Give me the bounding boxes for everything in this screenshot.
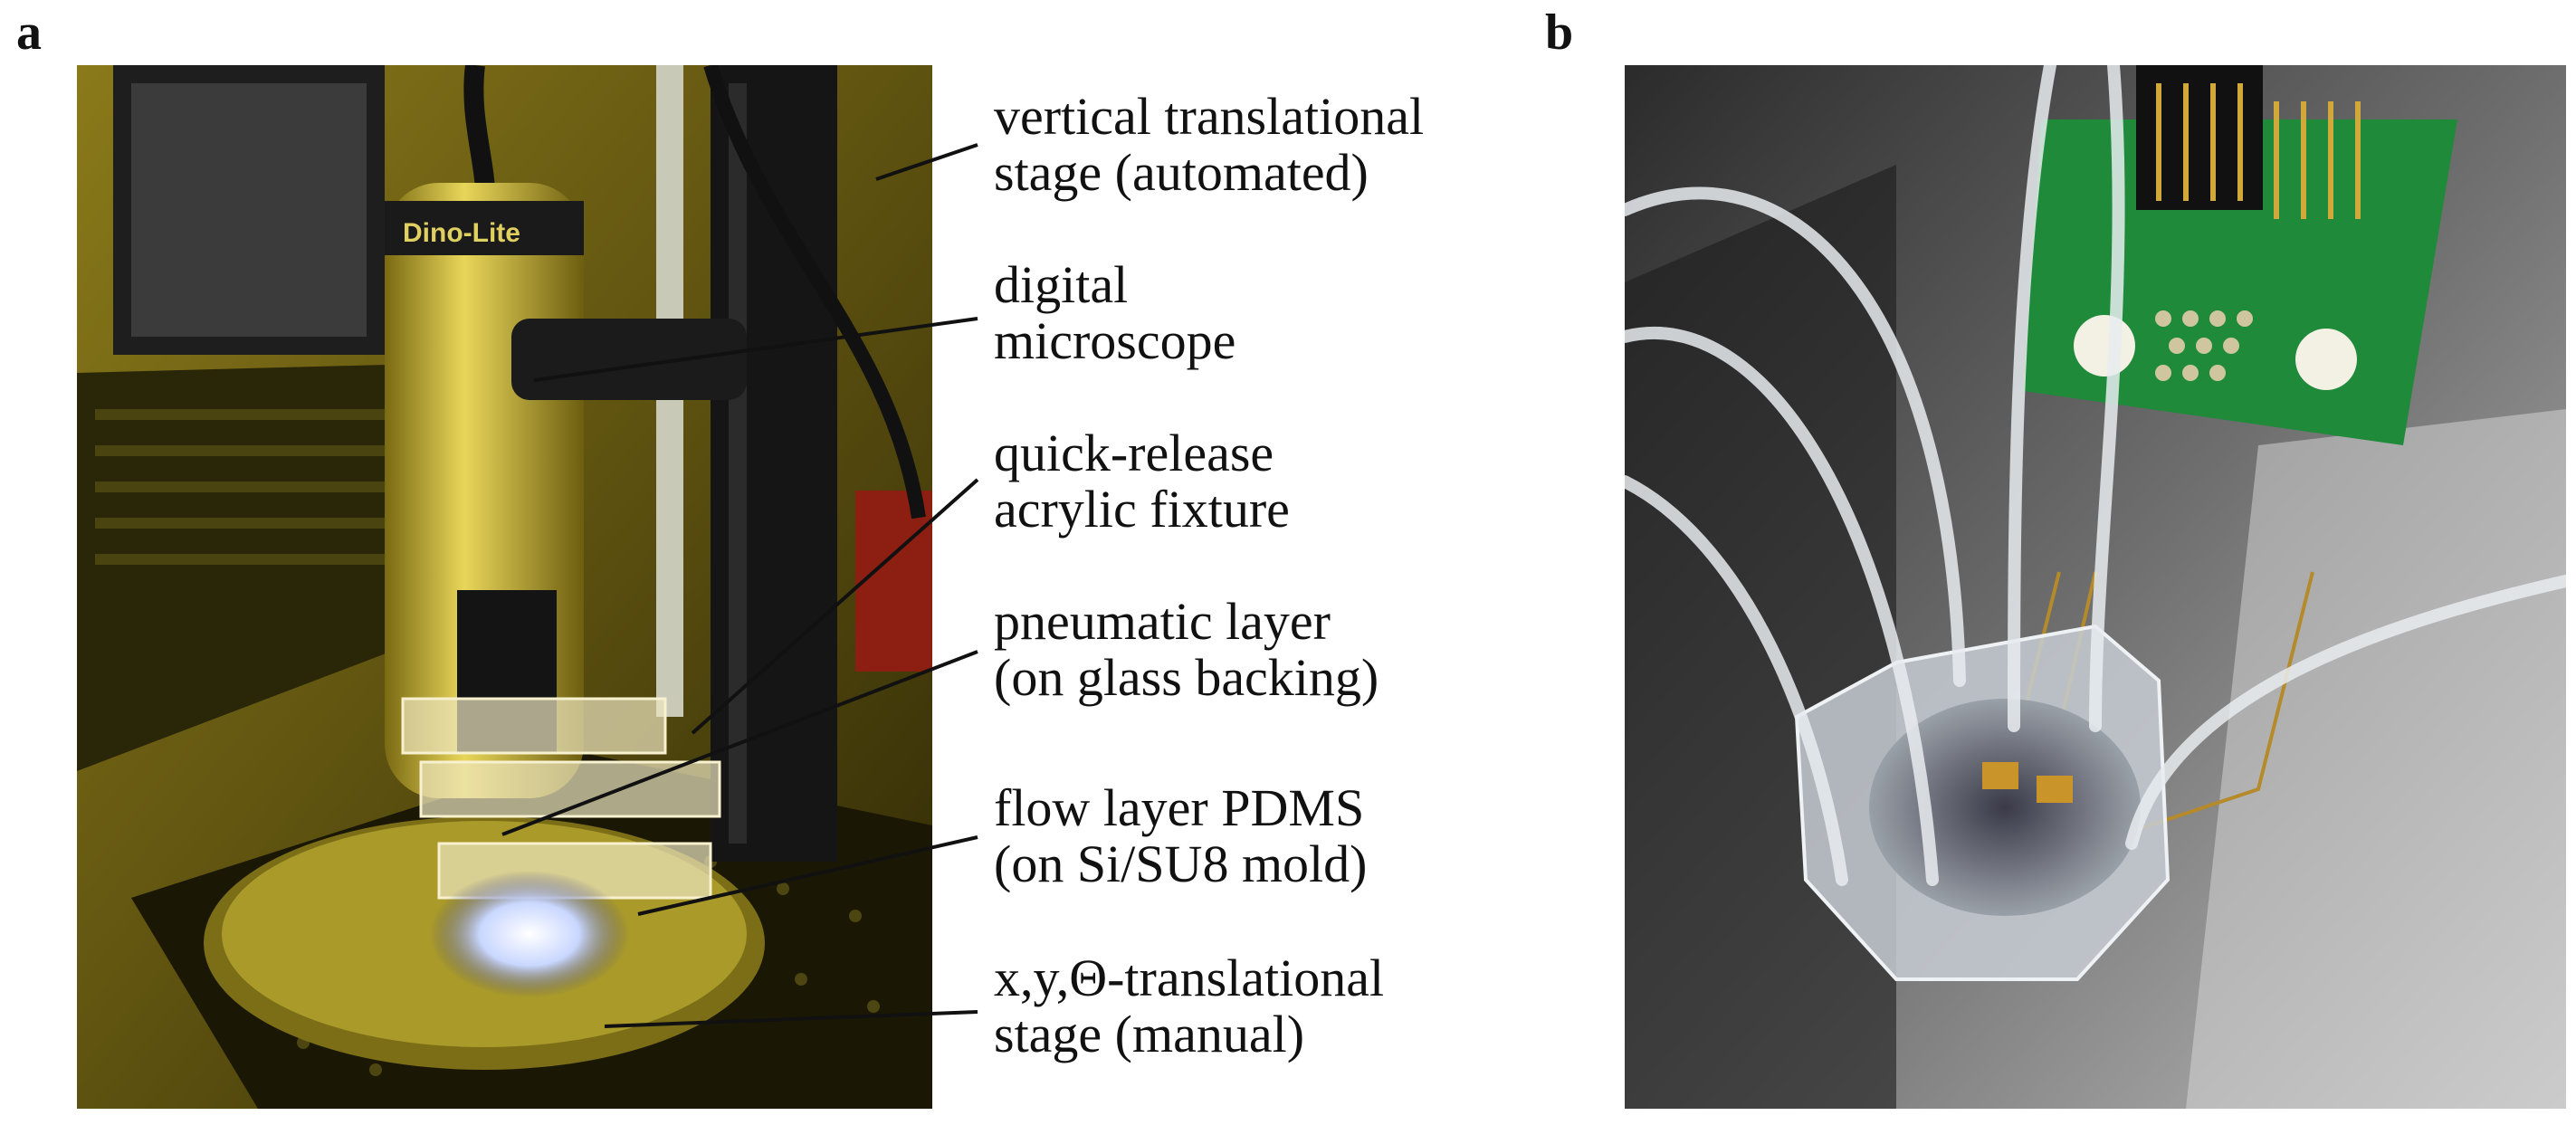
acrylic-fixture-mid xyxy=(419,760,721,818)
label-vertical-stage: vertical translational stage (automated) xyxy=(994,89,1424,201)
tube-1 xyxy=(1625,186,1966,687)
label-digital-microscope: digital microscope xyxy=(994,257,1236,369)
tube-2 xyxy=(1625,326,1939,886)
label-pneumatic-layer: pneumatic layer (on glass backing) xyxy=(994,594,1379,706)
led-illumination xyxy=(430,871,629,997)
label-pneumatic-layer-line2: (on glass backing) xyxy=(994,648,1379,707)
microscope-brand-label: Dino-Lite xyxy=(403,218,520,248)
acrylic-fixture-top xyxy=(401,697,667,755)
tube-5 xyxy=(2125,575,2566,850)
label-xy-theta-stage-line1: x,y,Θ-translational xyxy=(994,949,1385,1007)
tube-6 xyxy=(1625,475,1848,886)
clamp xyxy=(511,319,747,400)
label-flow-layer: flow layer PDMS (on Si/SU8 mold) xyxy=(994,780,1368,892)
laptop-keyboard xyxy=(77,364,457,771)
microfluidic-chip-photo xyxy=(1625,65,2566,1109)
microscope-setup-photo: Dino-Lite xyxy=(77,65,932,1109)
tube-4 xyxy=(2089,65,2125,732)
label-flow-layer-line1: flow layer PDMS xyxy=(994,778,1365,837)
label-vertical-stage-line1: vertical translational xyxy=(994,87,1425,146)
label-digital-microscope-line1: digital xyxy=(994,255,1129,314)
label-acrylic-fixture: quick-release acrylic fixture xyxy=(994,425,1290,538)
pin-header xyxy=(2136,65,2263,210)
panel-b-letter: b xyxy=(1545,5,1574,61)
label-xy-theta-stage-line2: stage (manual) xyxy=(994,1005,1305,1063)
label-digital-microscope-line2: microscope xyxy=(994,311,1236,370)
panel-a-letter: a xyxy=(16,5,42,61)
label-acrylic-fixture-line2: acrylic fixture xyxy=(994,480,1290,539)
label-xy-theta-stage: x,y,Θ-translational stage (manual) xyxy=(994,950,1384,1063)
label-acrylic-fixture-line1: quick-release xyxy=(994,424,1274,482)
label-vertical-stage-line2: stage (automated) xyxy=(994,143,1369,202)
tube-3 xyxy=(2008,65,2056,732)
label-pneumatic-layer-line1: pneumatic layer xyxy=(994,592,1331,651)
label-flow-layer-line2: (on Si/SU8 mold) xyxy=(994,834,1368,893)
